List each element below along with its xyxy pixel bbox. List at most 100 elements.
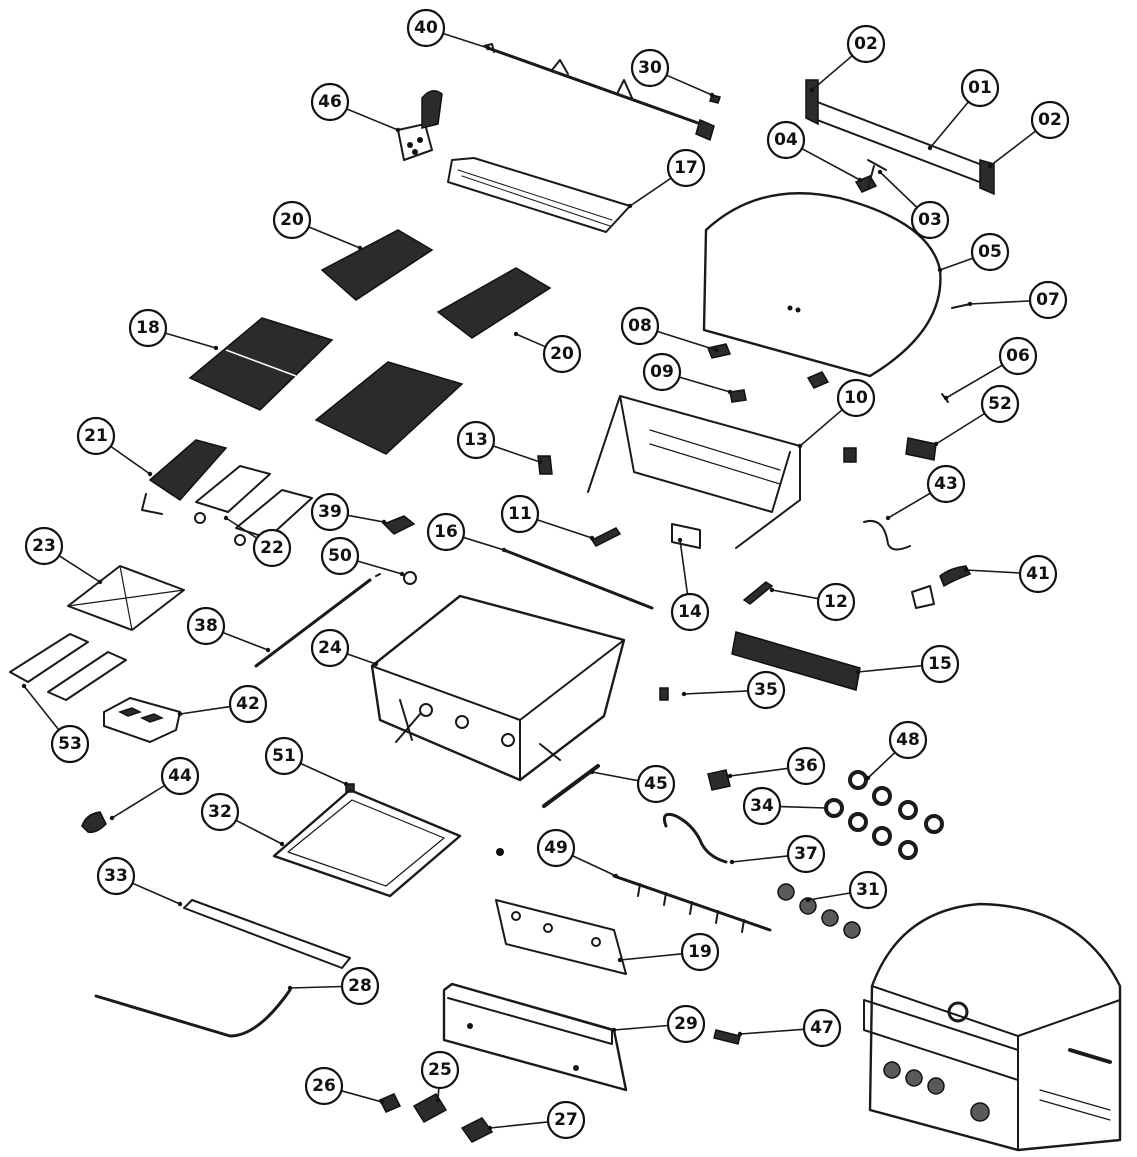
leader-dot (709, 92, 715, 98)
callout-number: 31 (856, 880, 880, 900)
callout-14: 14 (670, 592, 710, 632)
callout-number: 25 (428, 1060, 452, 1080)
bracket-09 (729, 389, 747, 403)
callout-circle (630, 48, 670, 88)
callout-44: 44 (160, 756, 200, 796)
callout-23: 23 (24, 526, 64, 566)
valve-27 (460, 1117, 494, 1143)
cooking-grate-left (188, 317, 334, 411)
hood-handle (805, 79, 995, 196)
callout-circle (200, 792, 240, 832)
callout-circle (320, 536, 360, 576)
leader-dot (611, 1027, 617, 1033)
leader-dot (395, 127, 401, 133)
callout-circle (536, 828, 576, 868)
callout-circle (542, 334, 582, 374)
leader-line (346, 653, 377, 665)
callout-03: 03 (910, 200, 950, 240)
leader-line (515, 333, 546, 348)
callout-number: 08 (628, 316, 652, 336)
leader-dot (967, 301, 973, 307)
hood (702, 192, 942, 378)
leader-line (779, 805, 827, 809)
callout-15: 15 (920, 644, 960, 684)
callout-41: 41 (1018, 554, 1058, 594)
part-14 (671, 523, 701, 549)
callout-number: 39 (318, 502, 342, 522)
callout-37: 37 (786, 834, 826, 874)
callout-08: 08 (620, 306, 660, 346)
leader-dot (589, 535, 595, 541)
rod-16 (502, 548, 654, 610)
callout-circle (546, 1100, 586, 1140)
callout-circle (848, 870, 888, 910)
leader-line (489, 1121, 549, 1129)
leader-line (613, 1024, 669, 1031)
leader-dot (21, 683, 27, 689)
leader-dot (279, 841, 285, 847)
part-50b (375, 573, 381, 577)
igniter-wire (863, 520, 911, 551)
callout-circle (846, 24, 886, 64)
callout-circle (766, 120, 806, 160)
rear-burner (731, 631, 861, 691)
part-36 (707, 769, 731, 791)
leader-dot (223, 515, 229, 521)
heat-deflectors (9, 633, 127, 701)
callout-number: 02 (1038, 110, 1062, 130)
callout-circle (888, 720, 928, 760)
callout-number: 38 (194, 616, 218, 636)
callout-11: 11 (500, 494, 540, 534)
callout-43: 43 (926, 464, 966, 504)
leader-dot (617, 957, 623, 963)
callout-36: 36 (786, 746, 826, 786)
leader-line (225, 517, 258, 539)
callout-50: 50 (320, 536, 360, 576)
callout-circle (742, 786, 782, 826)
callout-circle (186, 606, 226, 646)
callout-number: 20 (550, 344, 574, 364)
callout-number: 34 (750, 796, 774, 816)
infrared-burner (141, 439, 228, 515)
leader-line (929, 101, 970, 149)
gas-hose (662, 812, 728, 864)
valve-26 (378, 1093, 402, 1113)
callout-number: 26 (312, 1076, 336, 1096)
callout-27: 27 (546, 1100, 586, 1140)
callout-circle (96, 856, 136, 896)
callout-circle (980, 384, 1020, 424)
leader-line (887, 492, 931, 519)
callout-circle (998, 336, 1038, 376)
callout-circle (50, 724, 90, 764)
part-52 (905, 437, 937, 461)
callout-circle (310, 492, 350, 532)
leader-dot (727, 773, 733, 779)
callout-26: 26 (304, 1066, 344, 1106)
callout-circle (500, 494, 540, 534)
callout-number: 06 (1006, 346, 1030, 366)
warming-rack (447, 157, 631, 233)
leader-dot (797, 443, 803, 449)
drip-tray (272, 788, 462, 898)
callout-circle (24, 526, 64, 566)
leader-dot (589, 769, 595, 775)
callout-circle (420, 1050, 460, 1090)
callout-number: 02 (854, 34, 878, 54)
callout-circle (620, 306, 660, 346)
callout-circle (1018, 554, 1058, 594)
leader-dot (627, 203, 633, 209)
leader-dot (97, 579, 103, 585)
part-50 (403, 571, 417, 585)
leader-dot (501, 547, 507, 553)
callout-05: 05 (970, 232, 1010, 272)
callout-circle (264, 736, 304, 776)
callout-16: 16 (426, 512, 466, 552)
rotisserie-motor (397, 90, 443, 161)
callout-circle (666, 1004, 706, 1044)
callout-circle (970, 232, 1010, 272)
callout-number: 28 (348, 976, 372, 996)
callout-38: 38 (186, 606, 226, 646)
leader-line (683, 690, 749, 695)
leader-dot (963, 567, 969, 573)
